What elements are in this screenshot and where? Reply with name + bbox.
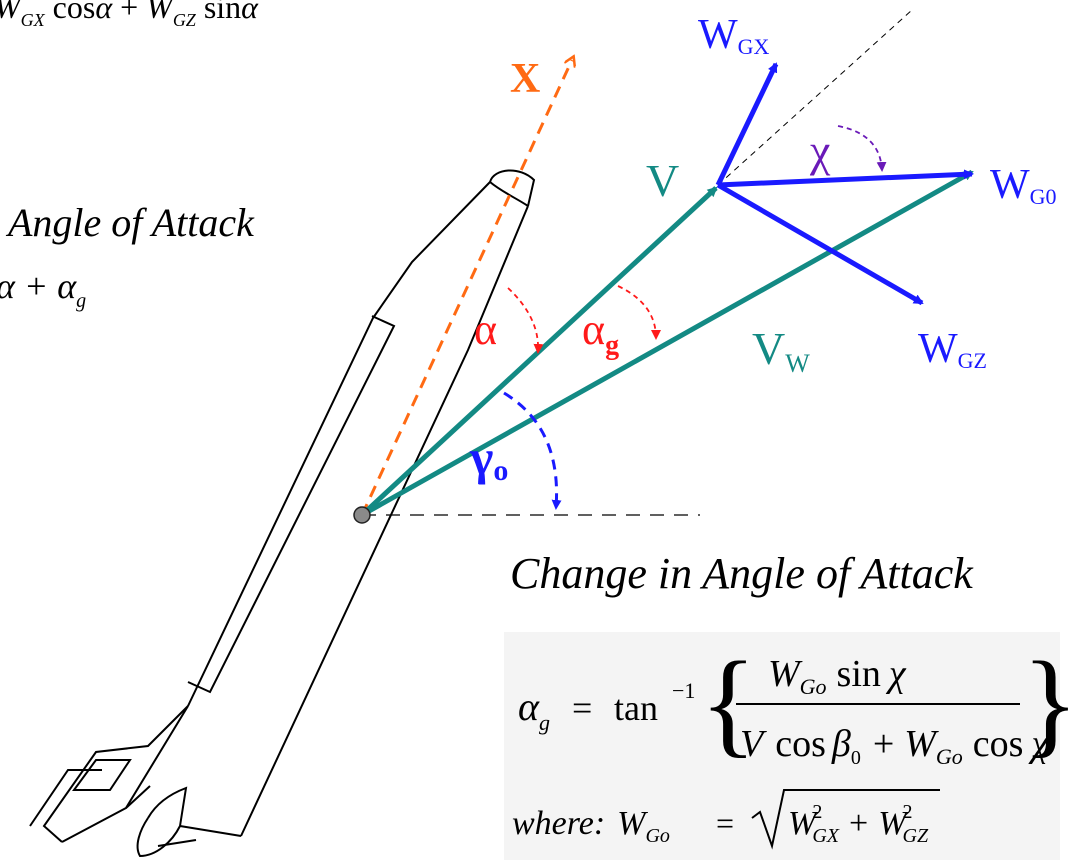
svg-text:=: =: [716, 805, 734, 841]
wind-wg0-arrow: [717, 169, 974, 188]
v-label: V: [646, 155, 679, 206]
chi-arc: [837, 125, 887, 172]
svg-text:αg: αg: [518, 684, 550, 735]
svg-text:tan: tan: [614, 688, 658, 728]
vw-label: VW: [752, 323, 810, 378]
svg-text:where:WGo: where:WGo: [512, 805, 670, 847]
velocity-v-arrow: [360, 186, 718, 517]
gamma-label: γo: [469, 429, 508, 487]
left-heading-title: Angle of Attack: [5, 200, 255, 245]
svg-text:{: {: [700, 637, 757, 768]
wind-wgx-arrow: [715, 62, 779, 187]
wg0-label: WG0: [990, 162, 1057, 209]
top-formula-w: W: [0, 0, 24, 25]
wgz-label: WGZ: [918, 326, 987, 373]
alpha-g-arc: [617, 285, 661, 340]
alpha-g-label: αg: [582, 305, 619, 361]
wind-wgz-arrow: [716, 182, 924, 306]
alpha-label: α: [474, 305, 497, 354]
svg-text:}: }: [1022, 637, 1068, 768]
pivot-point: [353, 506, 371, 524]
svg-text:−1: −1: [672, 678, 695, 703]
chi-label: χ: [809, 125, 831, 176]
wgx-label: WGX: [698, 12, 770, 59]
left-heading-formula: α + αg: [0, 266, 86, 312]
space-shuttle-outline: [29, 169, 536, 858]
alpha-arc: [507, 287, 544, 354]
right-heading-title: Change in Angle of Attack: [510, 549, 974, 598]
axis-x-label: X: [510, 56, 540, 102]
velocity-vw-arrow: [360, 169, 974, 518]
body-axis-x: [360, 60, 572, 516]
svg-text:=: =: [572, 688, 592, 728]
